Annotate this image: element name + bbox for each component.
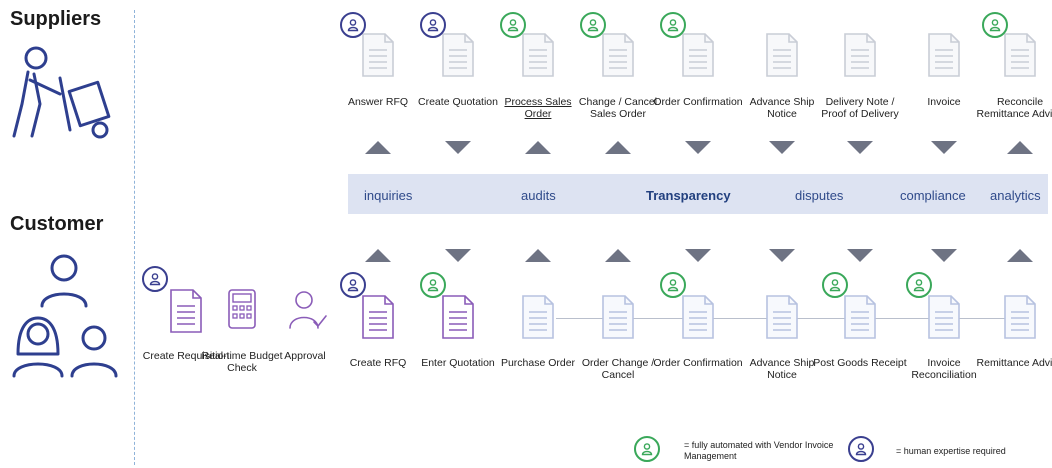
supplier-step-7-arrow-down-icon [847,141,873,154]
supplier-step-8-document-icon [927,32,961,78]
supplier-step-6-arrow-down-icon [769,141,795,154]
supplier-step-5-auto-badge-icon [660,12,686,38]
band-word-compliance: compliance [900,188,966,203]
supplier-step-5-arrow-down-icon [685,141,711,154]
customer-step-6-document-icon [765,294,799,340]
legend-auto-badge-icon [634,436,660,462]
customer-step-1-human-badge-icon [340,272,366,298]
supplier-step-1-human-badge-icon [340,12,366,38]
supplier-step-8-arrow-down-icon [931,141,957,154]
supplier-step-3-document-icon [521,32,555,78]
create-requisition-document-icon [169,288,203,334]
customer-step-2-document-icon [441,294,475,340]
band-word-transparency: Transparency [646,188,731,203]
customer-step-1-arrow-up-icon [365,249,391,262]
supplier-step-7-label: Delivery Note / Proof of Delivery [821,96,899,120]
supplier-step-5-label: Order Confirmation [653,96,743,108]
customer-step-7-auto-badge-icon [822,272,848,298]
customer-step-1-label: Create RFQ [349,357,407,369]
column-divider [134,10,135,465]
customer-step-9-label: Remittance Advice [976,357,1052,369]
customer-step-4-document-icon [601,294,635,340]
customer-group-icon [12,254,118,378]
suppliers-title: Suppliers [10,8,102,30]
create-requisition-human-badge-icon [142,266,168,292]
legend-human-text: = human expertise required [896,446,1006,456]
customer-step-8-document-icon [927,294,961,340]
customer-pre-step-2-label: Real-time Budget Check [201,350,283,374]
band-word-analytics: analytics [990,188,1041,203]
supplier-step-5-document-icon [681,32,715,78]
supplier-step-9-auto-badge-icon [982,12,1008,38]
supplier-step-3-auto-badge-icon [500,12,526,38]
customer-title: Customer [10,213,104,235]
supplier-step-4-label: Change / Cancel Sales Order [578,96,658,120]
supplier-step-4-document-icon [601,32,635,78]
band-word-disputes: disputes [795,188,844,203]
supplier-step-9-arrow-up-icon [1007,141,1033,154]
customer-step-5-auto-badge-icon [660,272,686,298]
customer-step-6-arrow-down-icon [769,249,795,262]
customer-step-5-label: Order Confirmation [653,357,743,369]
customer-step-8-arrow-down-icon [931,249,957,262]
supplier-step-4-arrow-up-icon [605,141,631,154]
supplier-step-1-document-icon [361,32,395,78]
transparency-band [348,174,1048,214]
supplier-step-6-label: Advance Ship Notice [749,96,815,120]
customer-step-3-label: Purchase Order [500,357,576,369]
supplier-step-6-document-icon [765,32,799,78]
supplier-step-2-human-badge-icon [420,12,446,38]
supplier-step-3-label: Process Sales Order [504,96,572,120]
band-word-inquiries: inquiries [364,188,413,203]
approval-person-check-icon [288,288,327,334]
supplier-step-9-label: Reconcile Remittance Advice [976,96,1052,120]
customer-step-7-label: Post Goods Receipt [813,357,907,369]
supplier-step-1-label: Answer RFQ [347,96,409,108]
customer-step-9-arrow-up-icon [1007,249,1033,262]
supplier-step-2-document-icon [441,32,475,78]
supplier-step-2-label: Create Quotation [418,96,498,108]
customer-step-4-arrow-up-icon [605,249,631,262]
customer-pre-step-1-label: Create Requisition [142,350,230,362]
band-word-audits: audits [521,188,556,203]
supplier-step-2-arrow-down-icon [445,141,471,154]
customer-step-3-document-icon [521,294,555,340]
customer-step-5-arrow-down-icon [685,249,711,262]
customer-pre-step-3-label: Approval [284,350,326,362]
legend-human-badge-icon [848,436,874,462]
customer-step-2-arrow-down-icon [445,249,471,262]
customer-step-6-label: Advance Ship Notice [749,357,815,381]
customer-step-2-auto-badge-icon [420,272,446,298]
customer-step-7-document-icon [843,294,877,340]
customer-step-3-arrow-up-icon [525,249,551,262]
supplier-step-9-document-icon [1003,32,1037,78]
supplier-step-4-auto-badge-icon [580,12,606,38]
customer-step-9-document-icon [1003,294,1037,340]
customer-step-4-label: Order Change / Cancel [581,357,655,381]
customer-step-8-auto-badge-icon [906,272,932,298]
customer-step-1-document-icon [361,294,395,340]
supplier-hand-truck-icon [12,46,111,139]
customer-step-5-document-icon [681,294,715,340]
supplier-step-3-arrow-up-icon [525,141,551,154]
legend-auto-text: = fully automated with Vendor Invoice Ma… [684,440,834,461]
supplier-step-7-document-icon [843,32,877,78]
customer-step-8-label: Invoice Reconciliation [911,357,977,381]
budget-calculator-icon [225,288,259,334]
supplier-step-8-label: Invoice [927,96,961,108]
customer-step-2-label: Enter Quotation [421,357,495,369]
supplier-step-1-arrow-up-icon [365,141,391,154]
customer-step-7-arrow-down-icon [847,249,873,262]
